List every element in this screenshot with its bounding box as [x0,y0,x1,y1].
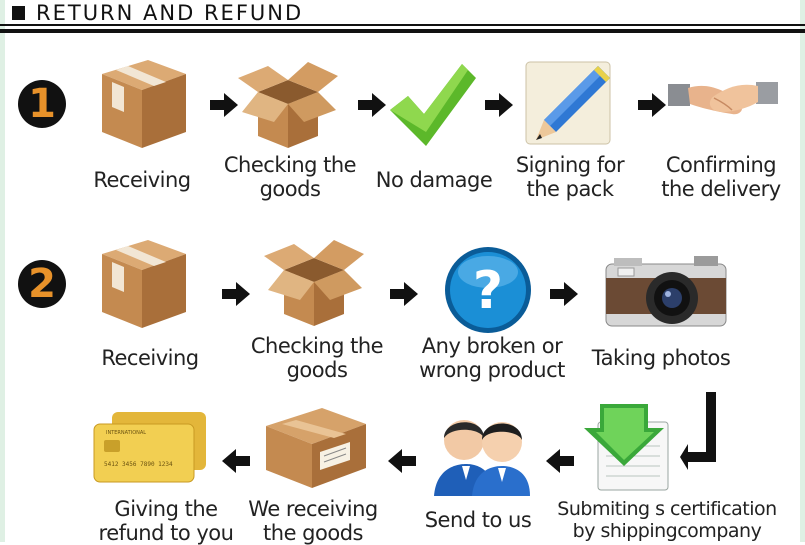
step-label: Checking the goods [223,153,357,201]
step-label: Taking photos [591,346,731,370]
closed-box-icon [102,240,186,328]
step-label: Checking the goods [250,334,384,382]
step-number-1: 1 [18,80,66,128]
corner-arrow-icon [680,392,716,470]
arrow-right-icon [638,93,666,117]
parcel-box-icon [266,408,366,488]
step-label: Submiting s certification by shippingcom… [557,498,777,542]
open-box-icon [264,240,364,326]
closed-box-icon [102,60,186,148]
step-label: We receiving the goods [248,497,378,545]
step-label: Confirming the delivery [661,153,781,201]
question-mark-icon: ? [445,247,531,333]
arrow-left-icon [388,449,416,473]
step-label: Signing for the pack [515,153,625,201]
handshake-icon [668,82,778,115]
check-mark-icon [390,64,476,146]
left-edge [0,0,5,542]
arrow-right-icon [222,282,250,306]
open-box-icon [238,62,338,148]
pencil-sign-icon [525,61,611,145]
arrow-right-icon [390,282,418,306]
svg-text:INTERNATIONAL: INTERNATIONAL [106,430,146,436]
camera-icon [605,256,727,327]
header-square-icon [12,6,25,20]
arrow-right-icon [485,93,513,117]
arrow-left-icon [222,449,250,473]
arrow-left-icon [546,449,574,473]
header-rule-thick [0,29,805,33]
header-rule [0,24,805,26]
credit-card-icon: INTERNATIONAL 5412 3456 7890 1234 [93,412,206,483]
step-label: Any broken or wrong product [419,334,565,382]
arrow-right-icon [358,93,386,117]
arrow-right-icon [550,282,578,306]
header-title: RETURN AND REFUND [36,1,304,25]
step-label: No damage [375,168,493,192]
arrow-right-icon [210,93,238,117]
step-label: Giving the refund to you [98,497,234,545]
step-label: Receiving [93,168,191,192]
support-people-icon [434,420,530,496]
right-edge [800,0,805,542]
svg-text:5412 3456 7890 1234: 5412 3456 7890 1234 [104,461,173,468]
svg-text:?: ? [473,261,503,321]
step-label: Receiving [101,346,199,370]
step-number-2: 2 [18,260,66,308]
certification-icon [584,404,669,491]
section-header: RETURN AND REFUND [0,0,805,33]
step-label: Send to us [424,508,532,532]
